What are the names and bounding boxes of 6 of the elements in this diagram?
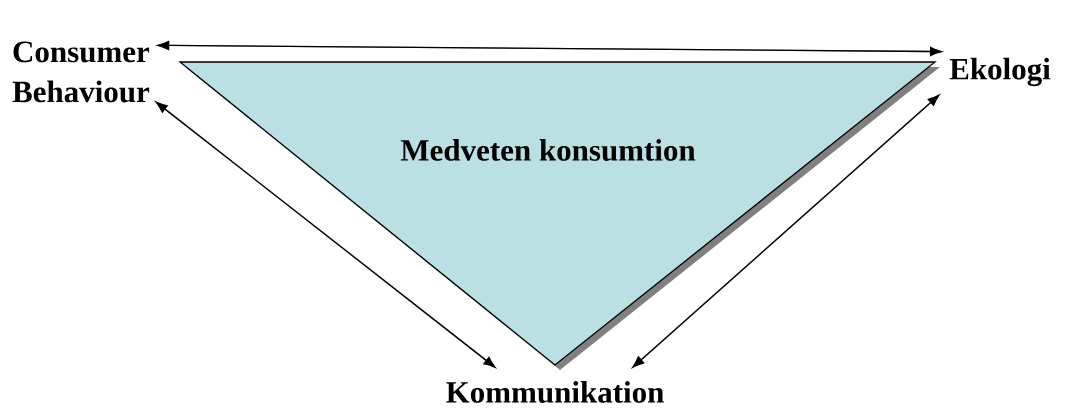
corner-label: Ekologi <box>949 57 1051 87</box>
corner-label: Kommunikation <box>446 381 664 403</box>
arrow <box>155 101 496 368</box>
arrow <box>632 94 940 368</box>
arrow <box>157 40 942 57</box>
corner-label: Consumer Behaviour <box>12 41 150 103</box>
